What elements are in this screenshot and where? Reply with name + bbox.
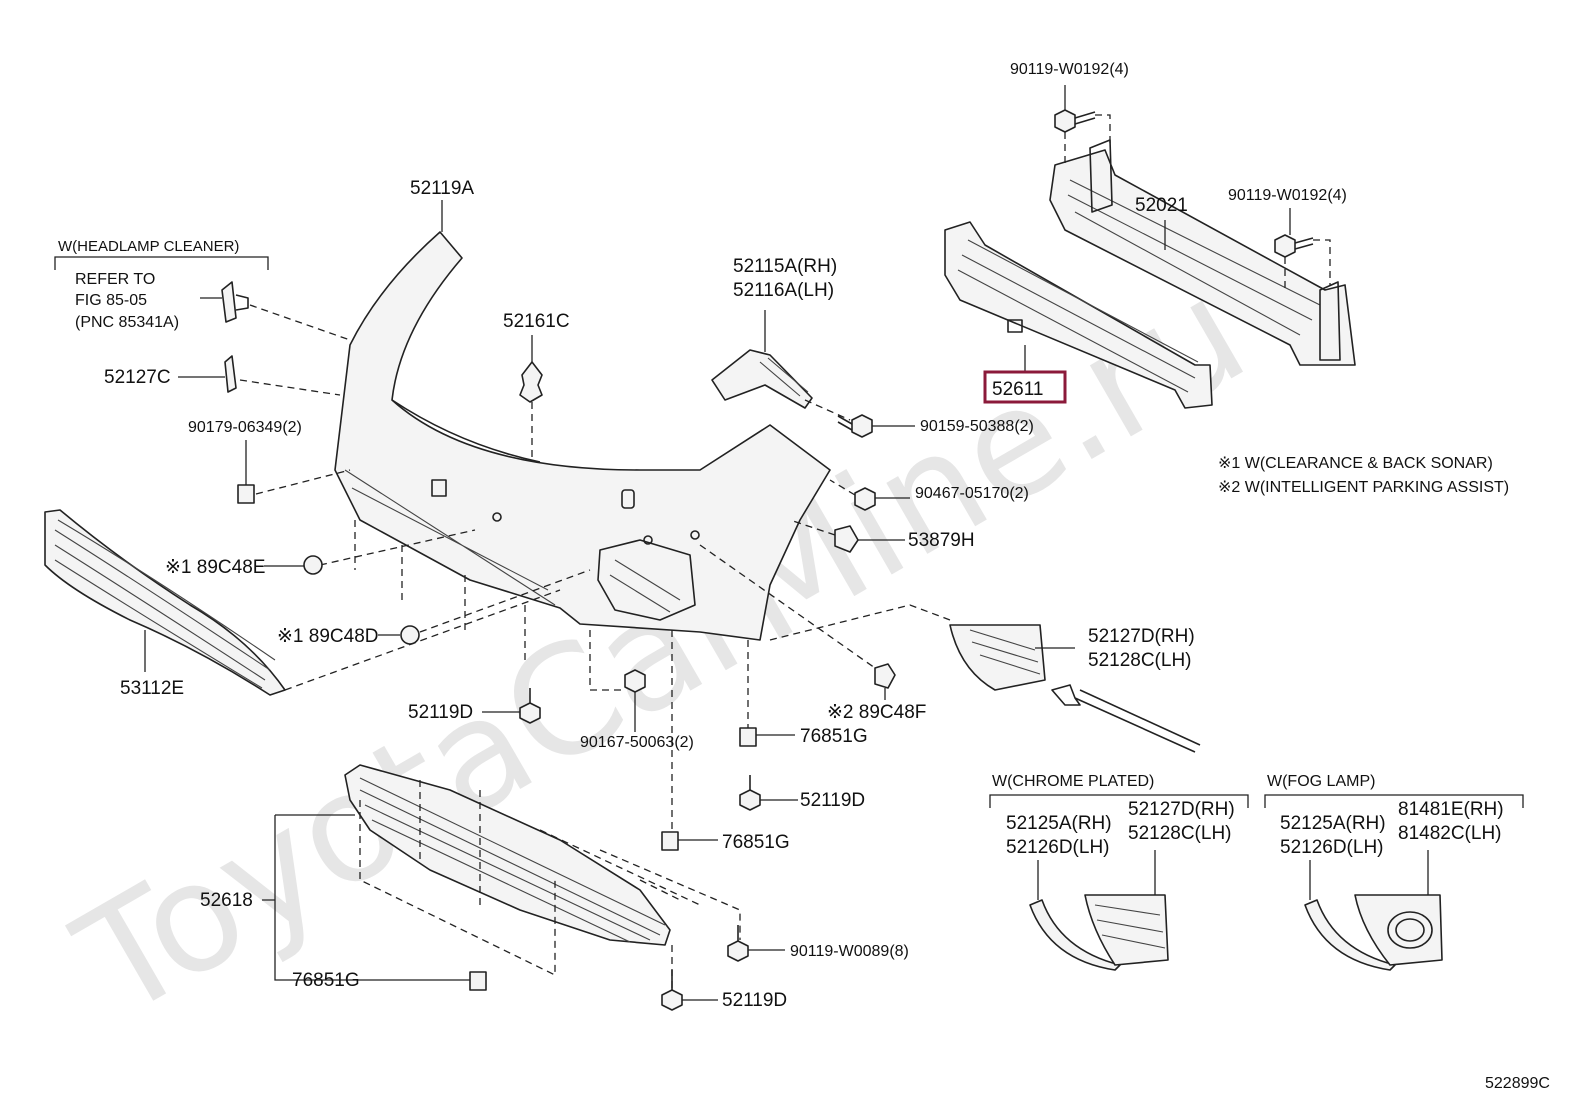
clip-90467: [854, 487, 876, 511]
bolt-90119-w0192-top: [1054, 109, 1096, 133]
clip-76851g-a: [739, 727, 757, 747]
bolt-90119-w0089: [727, 925, 749, 962]
clip-76851g-b: [661, 831, 679, 851]
headlamp-refer-line2[interactable]: FIG 85-05: [75, 292, 147, 309]
label-chrome-52127d[interactable]: 52127D(RH): [1128, 799, 1235, 820]
label-chrome-52128c[interactable]: 52128C(LH): [1128, 823, 1232, 844]
label-90179[interactable]: 90179-06349(2): [188, 419, 302, 436]
label-fog-81481e[interactable]: 81481E(RH): [1398, 799, 1504, 820]
clip-52161c: [519, 361, 543, 403]
label-52119a[interactable]: 52119A: [410, 178, 474, 199]
label-90467[interactable]: 90467-05170(2): [915, 485, 1029, 502]
chrome-garnish: [1029, 894, 1169, 971]
label-52618[interactable]: 52618: [200, 890, 253, 911]
label-fog-52126d[interactable]: 52126D(LH): [1280, 837, 1384, 858]
bolt-52119d-a: [519, 688, 541, 724]
label-53879h[interactable]: 53879H: [908, 530, 975, 551]
sensor-89c48e: [303, 555, 323, 575]
under-cover-52618: [344, 764, 671, 946]
fog-lamp-title: W(FOG LAMP): [1267, 773, 1375, 790]
label-fog-52125a[interactable]: 52125A(RH): [1280, 813, 1386, 834]
bolt-90159: [837, 414, 873, 438]
note-2: ※2 W(INTELLIGENT PARKING ASSIST): [1218, 479, 1509, 496]
label-52116a[interactable]: 52116A(LH): [733, 280, 834, 301]
highlight-box-52611: [983, 370, 1067, 404]
headlamp-cleaner-title: W(HEADLAMP CLEANER): [58, 238, 239, 255]
label-52127c[interactable]: 52127C: [104, 367, 171, 388]
headlamp-refer-line1: REFER TO: [75, 271, 155, 288]
label-52161c[interactable]: 52161C: [503, 311, 570, 332]
label-chrome-52125a[interactable]: 52125A(RH): [1006, 813, 1112, 834]
label-52128c-lh[interactable]: 52128C(LH): [1088, 650, 1192, 671]
fog-cover-52127d: [949, 624, 1046, 691]
label-52611[interactable]: 52611: [992, 379, 1043, 400]
label-chrome-52126d[interactable]: 52126D(LH): [1006, 837, 1110, 858]
clip-52127c: [224, 355, 237, 393]
label-52119d-b[interactable]: 52119D: [800, 790, 865, 811]
label-76851g-a[interactable]: 76851G: [800, 726, 868, 747]
chrome-plated-title: W(CHROME PLATED): [992, 773, 1154, 790]
label-53112e[interactable]: 53112E: [120, 678, 184, 699]
label-90159[interactable]: 90159-50388(2): [920, 418, 1034, 435]
label-52115a[interactable]: 52115A(RH): [733, 256, 837, 277]
nut-90179: [237, 484, 255, 504]
note-1: ※1 W(CLEARANCE & BACK SONAR): [1218, 455, 1493, 472]
label-90167[interactable]: 90167-50063(2): [580, 734, 694, 751]
clip-53879h: [834, 525, 859, 553]
label-52127d-rh[interactable]: 52127D(RH): [1088, 626, 1195, 647]
sensor-89c48f: [874, 663, 896, 689]
headlamp-refer-line3: (PNC 85341A): [75, 314, 179, 331]
label-90119-w0192-right[interactable]: 90119-W0192(4): [1228, 187, 1347, 204]
arrow-indicator: [1051, 684, 1201, 753]
side-bracket-52115a: [711, 349, 813, 409]
sensor-89c48d: [400, 625, 420, 645]
label-52119d-c[interactable]: 52119D: [722, 990, 787, 1011]
bumper-reinforcement-52021: [1049, 139, 1356, 366]
label-52119d-a[interactable]: 52119D: [408, 702, 473, 723]
label-76851g-b[interactable]: 76851G: [722, 832, 790, 853]
bolt-90167: [624, 669, 646, 693]
label-90119-w0089[interactable]: 90119-W0089(8): [790, 943, 909, 960]
lower-grille-53112e: [44, 509, 286, 696]
figure-code: 522899C: [1485, 1075, 1550, 1092]
label-52021[interactable]: 52021: [1135, 195, 1188, 216]
label-189c48d[interactable]: ※1 89C48D: [277, 626, 378, 647]
label-189c48e[interactable]: ※1 89C48E: [165, 557, 265, 578]
headlamp-cleaner-cap: [221, 281, 249, 323]
bumper-cover-52119a: [334, 231, 831, 641]
bolt-52119d-b: [739, 775, 761, 811]
bumper-absorber-52611: [944, 221, 1213, 409]
label-90119-w0192-top[interactable]: 90119-W0192(4): [1010, 61, 1129, 78]
label-76851g-c[interactable]: 76851G: [292, 970, 360, 991]
label-289c48f[interactable]: ※2 89C48F: [827, 702, 926, 723]
clip-76851g-c: [469, 971, 487, 991]
fog-lamp-bezel: [1304, 894, 1443, 971]
bolt-90119-w0192-right: [1274, 234, 1314, 258]
label-fog-81482c[interactable]: 81482C(LH): [1398, 823, 1502, 844]
